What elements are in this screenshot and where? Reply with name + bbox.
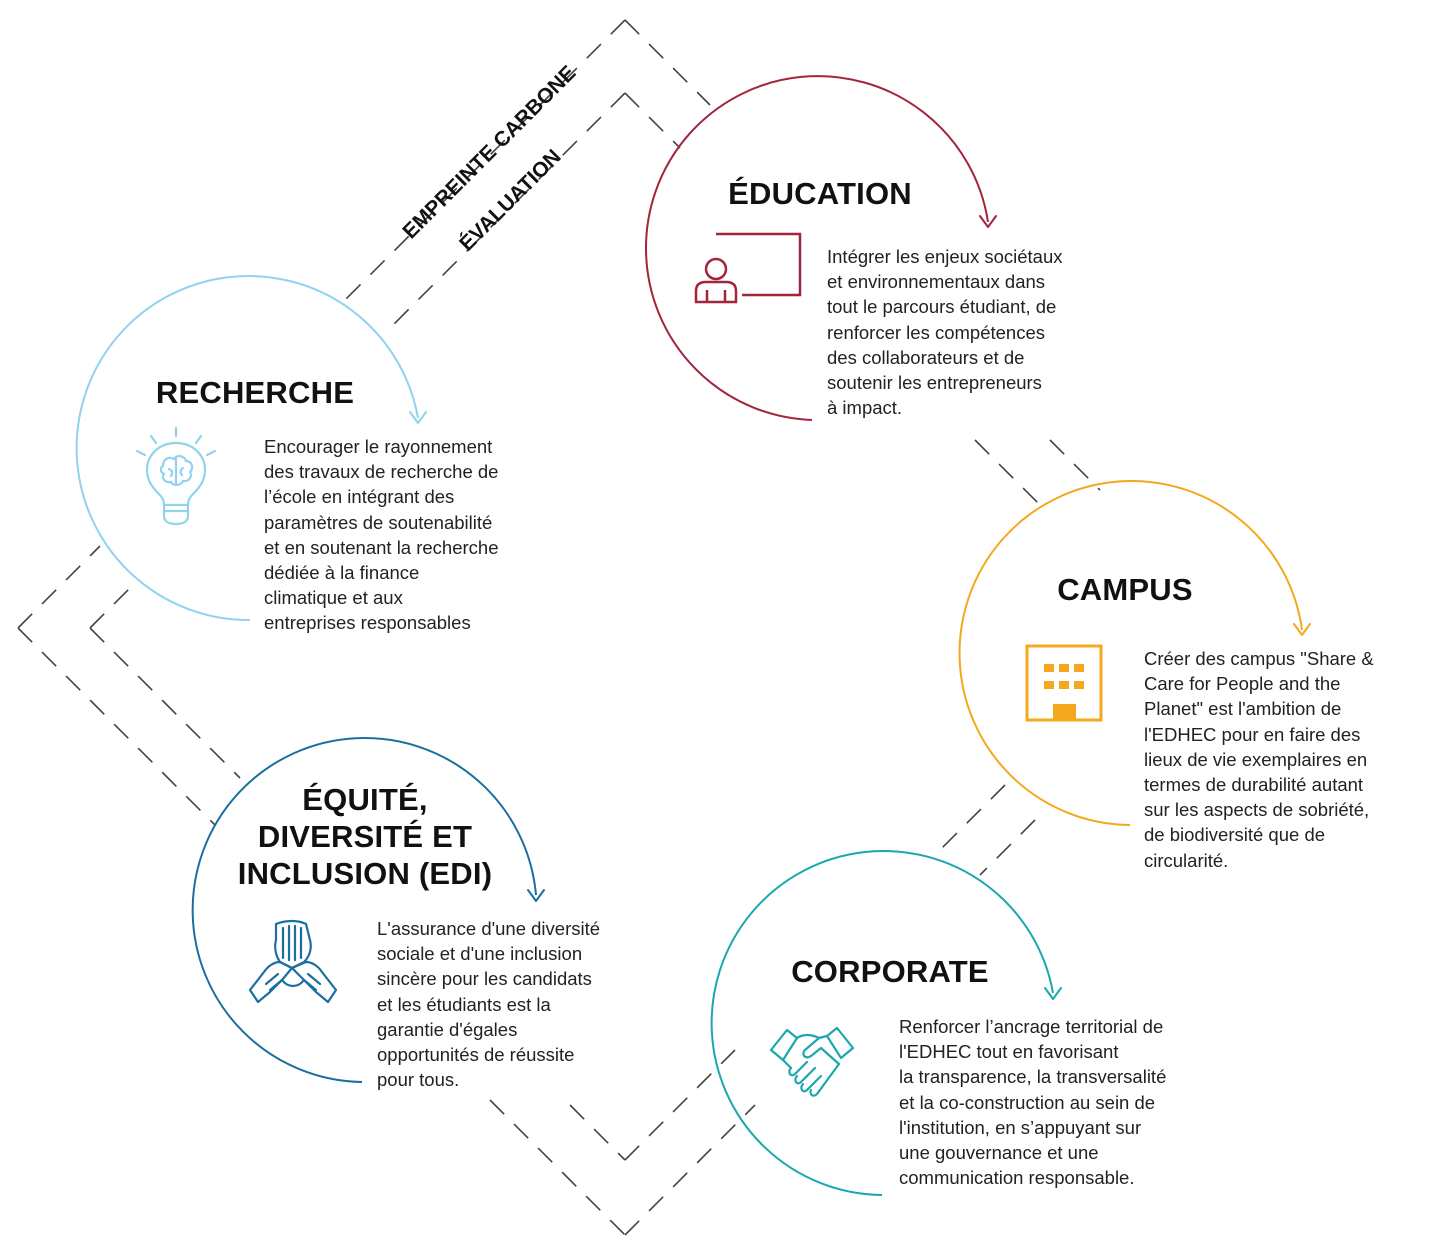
campus-line: sur les aspects de sobriété, — [1144, 799, 1370, 821]
corporate-line: et la co-construction au sein de — [899, 1091, 1156, 1113]
campus-arc — [958, 480, 1303, 826]
connector-campus-corp-b — [979, 819, 1036, 876]
connector-inner-left-down — [89, 627, 241, 779]
connector-outer-top — [624, 19, 711, 106]
connector-inner-bottom-right — [624, 1049, 736, 1161]
campus-line: Créer des campus "Share & — [1144, 648, 1374, 669]
recherche-description: Encourager le rayonnement des travaux de… — [264, 434, 499, 636]
edi-title-line: INCLUSION (EDI) — [237, 856, 493, 891]
education-line: et environnementaux dans — [827, 271, 1046, 293]
campus-line: de biodiversité que de — [1144, 824, 1326, 846]
edi-line: pour tous. — [377, 1069, 460, 1091]
connector-inner-top-left — [384, 92, 626, 334]
education-line: des collaborateurs et de — [827, 346, 1025, 368]
corporate-description: Renforcer l’ancrage territorial de l'EDH… — [899, 1014, 1166, 1190]
edi-arc — [191, 737, 537, 1083]
edi-title-line: DIVERSITÉ ET — [257, 819, 473, 854]
recherche-line: et en soutenant la recherche — [264, 536, 499, 558]
connector-inner-left-up — [89, 582, 136, 629]
corporate-arc — [710, 850, 1054, 1196]
recherche-line: des travaux de recherche de — [264, 461, 499, 483]
campus-arrowhead — [1293, 623, 1311, 636]
classroom-teacher-icon — [694, 232, 802, 304]
corporate-line: l'institution, en s’appuyant sur — [899, 1116, 1142, 1138]
connector-edu-campus-a — [974, 439, 1041, 506]
campus-title: CAMPUS — [1057, 572, 1193, 607]
corporate-line: Renforcer l’ancrage territorial de — [899, 1016, 1164, 1037]
edi-title: ÉQUITÉ, DIVERSITÉ ET INCLUSION (EDI) — [205, 781, 525, 892]
campus-description: Créer des campus "Share & Care for Peopl… — [1144, 646, 1374, 873]
joined-hands-icon — [248, 919, 338, 1004]
edi-line: sincère pour les candidats — [377, 968, 592, 990]
education-line: tout le parcours étudiant, de — [827, 296, 1057, 318]
corporate-line: communication responsable. — [899, 1167, 1135, 1189]
campus-line: Planet" est l'ambition de — [1144, 698, 1342, 720]
recherche-line: climatique et aux — [264, 587, 403, 609]
campus-line: circularité. — [1144, 849, 1229, 871]
edi-line: et les étudiants est la — [377, 993, 551, 1015]
recherche-arc — [75, 275, 419, 622]
education-line: Intégrer les enjeux sociétaux — [827, 246, 1063, 267]
campus-line: lieux de vie exemplaires en — [1144, 748, 1368, 770]
campus-line: Care for People and the — [1144, 673, 1341, 695]
corporate-line: une gouvernance et une — [899, 1142, 1099, 1164]
campus-line: l'EDHEC pour en faire des — [1144, 723, 1361, 745]
connector-outer-bottom-right — [624, 1104, 756, 1236]
corporate-line: l'EDHEC tout en favorisant — [899, 1041, 1119, 1063]
education-arc — [645, 75, 989, 421]
corporate-title: CORPORATE — [791, 954, 989, 989]
education-description: Intégrer les enjeux sociétaux et environ… — [827, 244, 1063, 420]
education-line: renforcer les compétences — [827, 321, 1045, 343]
connector-inner-bottom-left — [569, 1104, 626, 1161]
edi-line: L'assurance d'une diversité — [377, 918, 601, 939]
dashed-connectors — [17, 19, 1101, 1236]
building-icon — [1025, 644, 1103, 722]
edi-line: sociale et d'une inclusion — [377, 943, 583, 965]
connector-outer-left-up — [17, 545, 101, 629]
education-title: ÉDUCATION — [728, 176, 912, 211]
edi-arrowhead — [527, 889, 545, 902]
connector-inner-top — [624, 92, 681, 149]
connector-outer-left-down — [17, 627, 216, 826]
edi-title-line: ÉQUITÉ, — [302, 782, 428, 817]
recherche-line: Encourager le rayonnement — [264, 436, 493, 457]
education-line: soutenir les entrepreneurs — [827, 372, 1042, 394]
edi-line: garantie d'égales — [377, 1018, 518, 1040]
handshake-icon — [769, 1026, 855, 1097]
connector-outer-bottom-left — [489, 1099, 626, 1236]
corporate-arrowhead — [1044, 987, 1062, 1000]
lightbulb-brain-icon — [135, 426, 217, 526]
recherche-line: paramètres de soutenabilité — [264, 511, 493, 533]
recherche-line: l’école en intégrant des — [264, 486, 455, 508]
recherche-line: entreprises responsables — [264, 612, 471, 634]
recherche-title: RECHERCHE — [155, 375, 355, 410]
campus-line: termes de durabilité autant — [1144, 774, 1364, 796]
connector-edu-campus-b — [1049, 439, 1101, 491]
connector-campus-corp-a — [934, 784, 1006, 856]
recherche-arrowhead — [409, 411, 427, 424]
edi-description: L'assurance d'une diversité sociale et d… — [377, 916, 600, 1092]
recherche-line: dédiée à la finance — [264, 562, 420, 584]
education-arrowhead — [979, 215, 997, 228]
corporate-line: la transparence, la transversalité — [899, 1066, 1167, 1088]
education-line: à impact. — [827, 397, 903, 419]
edi-line: opportunités de réussite — [377, 1044, 575, 1066]
